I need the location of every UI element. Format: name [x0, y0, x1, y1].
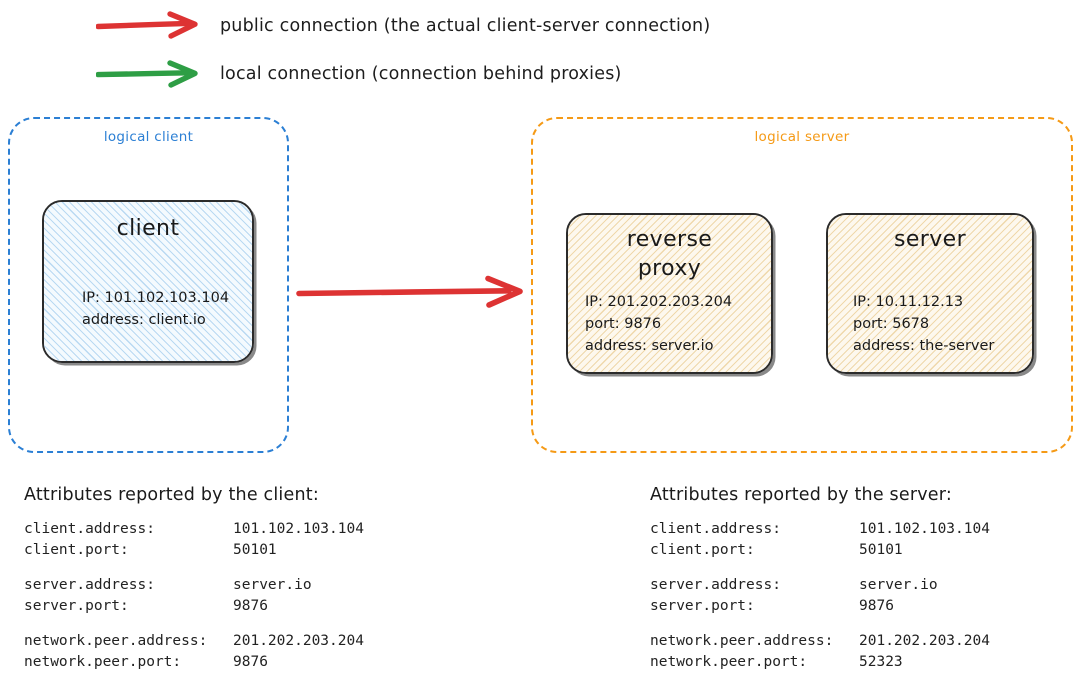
client-attr-key: server.address: [24, 577, 155, 594]
server-attr-value: 9876 [859, 598, 894, 615]
client-attr-value: 101.102.103.104 [233, 521, 364, 537]
client-attr-row: network.peer.port: 9876 [24, 652, 364, 673]
client-hatch-fill [44, 202, 252, 361]
client-attr-row: server.address: server.io [24, 575, 364, 596]
server-attr-value: server.io [859, 577, 938, 594]
client-attr-key: network.peer.address: [24, 633, 208, 650]
proxy-hatch-fill [568, 215, 771, 372]
client-prop-ip: IP: 101.102.103.104 [82, 290, 230, 306]
server-attributes-panel: Attributes reported by the server: clien… [650, 485, 990, 687]
client-prop-address: address: client.io [82, 312, 206, 329]
server-attr-key: client.address: [650, 521, 781, 537]
client-attr-value: 50101 [233, 542, 277, 559]
server-attr-row: client.address: 101.102.103.104 [650, 519, 990, 540]
client-attr-value: 201.202.203.204 [233, 633, 364, 650]
proxy-prop-address: address: server.io [585, 338, 714, 355]
proxy-title: reverse proxy [626, 227, 713, 282]
client-attr-key: network.peer.port: [24, 654, 182, 671]
client-attr-key: server.port: [24, 598, 129, 615]
node-reverse-proxy[interactable]: reverse proxy IP: 201.202.203.204 port: … [566, 213, 773, 374]
server-attr-value: 201.202.203.204 [859, 633, 990, 650]
server-attr-group: server.address: server.io server.port: 9876 [650, 575, 990, 617]
server-prop-port: port: 5678 [853, 316, 930, 333]
red-arrow-icon [95, 8, 202, 44]
server-attr-row: client.port: 50101 [650, 540, 990, 561]
client-attr-key: client.address: [24, 521, 155, 537]
client-attr-value: 9876 [233, 654, 268, 671]
server-attr-row: network.peer.address: 201.202.203.204 [650, 631, 990, 652]
server-attr-key: client.port: [650, 542, 755, 559]
server-attr-row: network.peer.port: 52323 [650, 652, 990, 673]
client-attr-group: server.address: server.io server.port: 9876 [24, 575, 364, 617]
proxy-prop-port: port: 9876 [585, 316, 662, 333]
client-attr-group: client.address: 101.102.103.104 client.por… [24, 519, 364, 561]
server-attr-key: server.address: [650, 577, 781, 594]
proxy-properties: IP: 201.202.203.204 port: 9876 address: … [585, 291, 732, 357]
server-title: server [893, 227, 967, 252]
logical-client-caption: logical client [103, 129, 194, 145]
legend-row-public: public connection (the actual client-ser… [0, 8, 1080, 48]
server-attr-value: 50101 [859, 542, 903, 559]
server-attr-key: network.peer.port: [650, 654, 808, 671]
server-attributes-list: client.address: 101.102.103.104 client.por… [650, 519, 990, 673]
server-attr-row: server.address: server.io [650, 575, 990, 596]
client-attr-value: 9876 [233, 598, 268, 615]
server-attr-key: network.peer.address: [650, 633, 834, 650]
client-attr-row: server.port: 9876 [24, 596, 364, 617]
logical-client-container [8, 117, 289, 453]
legend-label-public: public connection (the actual client-ser… [220, 16, 711, 36]
node-server[interactable]: server IP: 10.11.12.13 port: 5678 addres… [826, 213, 1034, 374]
server-prop-ip: IP: 10.11.12.13 [853, 294, 964, 310]
client-attr-key: client.port: [24, 542, 129, 559]
server-attr-key: server.port: [650, 598, 755, 615]
client-properties: IP: 101.102.103.104 address: client.io [82, 287, 229, 331]
node-client[interactable]: client IP: 101.102.103.104 address: clie… [42, 200, 254, 363]
client-title: client [116, 216, 180, 241]
client-attributes-heading: Attributes reported by the client: [24, 485, 319, 505]
logical-server-container [531, 117, 1073, 453]
public-connection-arrow [296, 272, 528, 312]
client-attr-row: client.port: 50101 [24, 540, 364, 561]
client-attr-row: network.peer.address: 201.202.203.204 [24, 631, 364, 652]
proxy-prop-ip: IP: 201.202.203.204 [585, 294, 733, 310]
server-attr-row: server.port: 9876 [650, 596, 990, 617]
server-properties: IP: 10.11.12.13 port: 5678 address: the-… [853, 291, 994, 357]
client-attr-row: client.address: 101.102.103.104 [24, 519, 364, 540]
server-prop-address: address: the-server [853, 338, 995, 355]
logical-server-caption: logical server [754, 129, 850, 145]
legend: public connection (the actual client-ser… [0, 0, 1080, 105]
server-hatch-fill [828, 215, 1032, 372]
legend-label-local: local connection (connection behind prox… [220, 64, 622, 84]
client-attr-value: server.io [233, 577, 312, 594]
client-attributes-list: client.address: 101.102.103.104 client.por… [24, 519, 364, 673]
server-attr-value: 52323 [859, 654, 903, 671]
green-arrow-icon [95, 56, 202, 92]
server-attributes-heading: Attributes reported by the server: [650, 485, 952, 505]
server-attr-group: client.address: 101.102.103.104 client.por… [650, 519, 990, 561]
server-attr-value: 101.102.103.104 [859, 521, 990, 537]
legend-row-local: local connection (connection behind prox… [0, 56, 1080, 96]
client-attributes-panel: Attributes reported by the client: clien… [24, 485, 364, 687]
